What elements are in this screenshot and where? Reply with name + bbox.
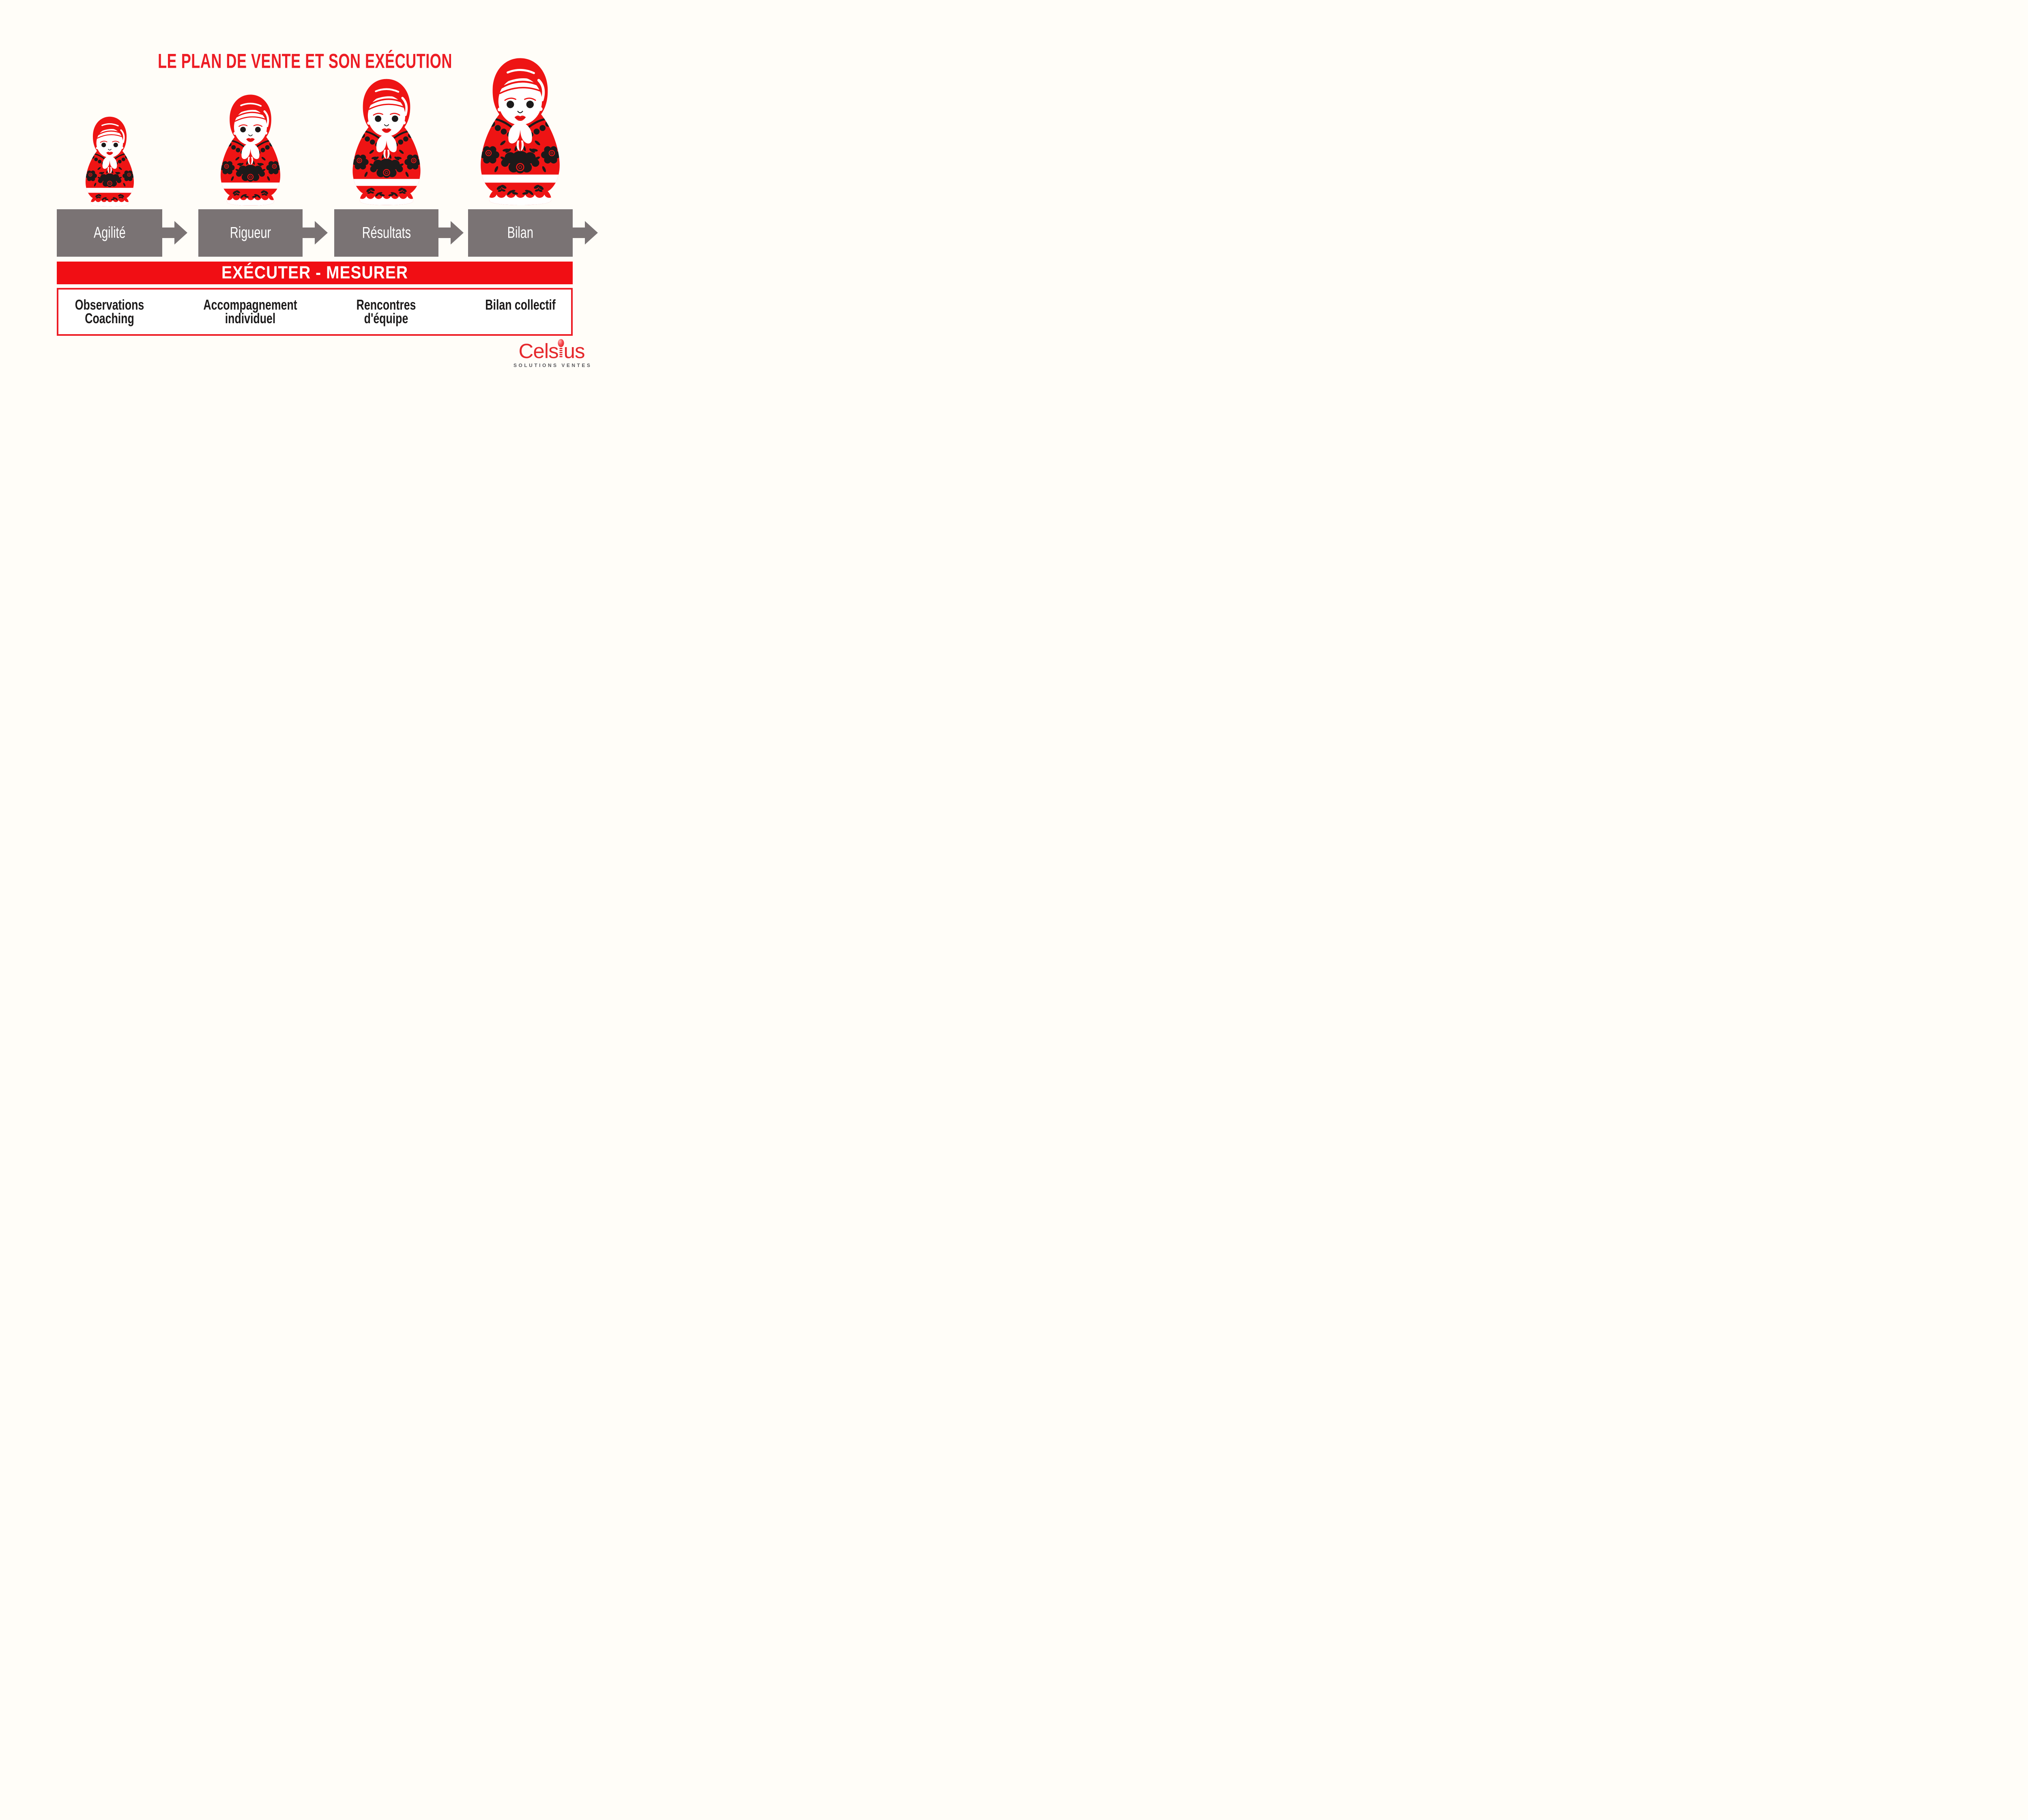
right-arrow-icon (573, 221, 598, 245)
matryoshka-doll-icon (82, 116, 137, 207)
banner-label: EXÉCUTER - MESURER (221, 263, 408, 283)
stage-box-agilite: Agilité (57, 209, 162, 257)
note-rencontres-equipe: Rencontres d'équipe (330, 298, 442, 326)
note-line: Coaching (85, 311, 134, 327)
stage-label: Résultats (362, 224, 411, 242)
thermometer-stem (559, 348, 563, 358)
right-arrow-icon (438, 221, 464, 245)
execute-measure-banner: EXÉCUTER - MESURER (57, 262, 573, 284)
note-observations-coaching: Observations Coaching (54, 298, 165, 326)
note-line: Observations (75, 297, 144, 313)
right-arrow-icon (162, 221, 187, 245)
stage-box-resultats: Résultats (334, 209, 438, 257)
note-bilan-collectif: Bilan collectif (464, 298, 576, 312)
matryoshka-doll-icon (475, 56, 565, 206)
matryoshka-doll-icon (348, 77, 425, 206)
right-arrow-icon (303, 221, 328, 245)
thermometer-icon (558, 339, 564, 358)
page-title: LE PLAN DE VENTE ET SON EXÉCUTION (158, 50, 452, 73)
note-line: Accompagnement (203, 297, 297, 313)
note-line: Bilan collectif (485, 297, 556, 313)
matryoshka-doll-icon (217, 93, 284, 206)
logo-tagline: SOLUTIONS VENTES (513, 363, 592, 368)
sales-plan-infographic: LE PLAN DE VENTE ET SON EXÉCUTION Agilit… (0, 0, 636, 397)
note-accompagnement-individuel: Accompagnement individuel (194, 298, 306, 326)
thermometer-bulb (558, 339, 564, 347)
wordmark-left: Cels (518, 339, 559, 363)
stage-box-rigueur: Rigueur (198, 209, 303, 257)
note-line: d'équipe (364, 311, 408, 327)
stage-label: Agilité (93, 224, 126, 242)
stage-label: Rigueur (230, 224, 271, 242)
note-line: individuel (225, 311, 276, 327)
notes-box (57, 288, 573, 336)
wordmark-right: us (563, 339, 585, 363)
stage-box-bilan: Bilan (468, 209, 573, 257)
stage-label: Bilan (507, 224, 534, 242)
note-line: Rencontres (356, 297, 416, 313)
